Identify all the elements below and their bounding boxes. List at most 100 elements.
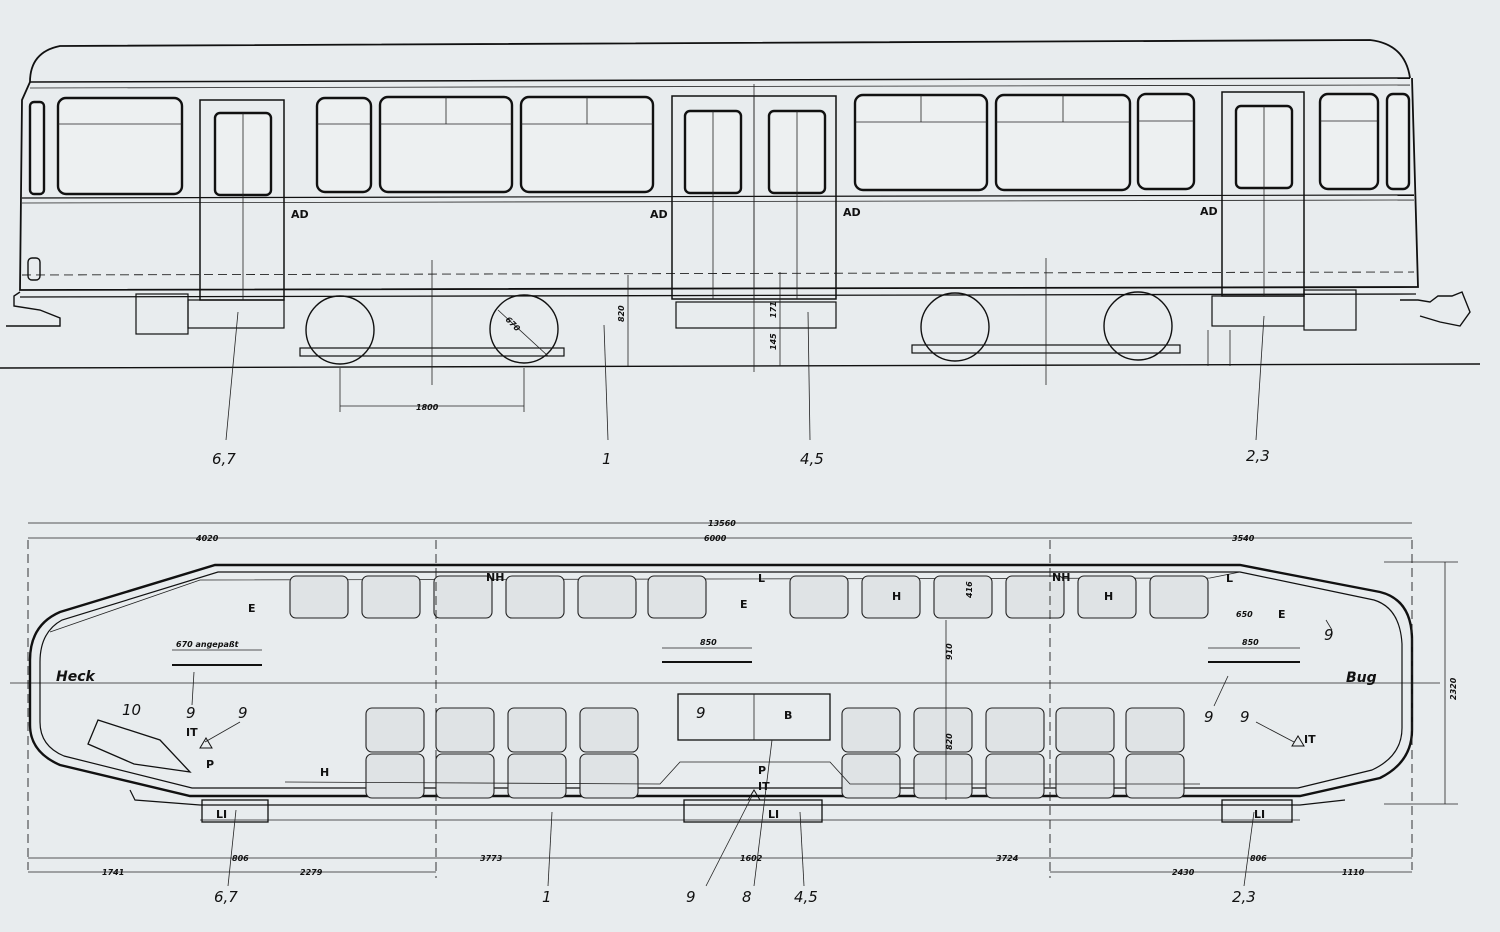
rail-ground-line <box>0 363 1481 369</box>
label-l-1: L <box>758 572 765 585</box>
plan-ref-8: 8 <box>742 888 752 906</box>
label-10: 10 <box>122 701 141 719</box>
label-e-1: E <box>248 602 256 615</box>
side-elevation: AD AD AD AD 1800 670 820 171 145 6,7 1 4… <box>0 39 1481 468</box>
dim-3773: 3773 <box>480 854 503 863</box>
side-ref-1: 1 <box>602 450 612 468</box>
seat-row-lower <box>365 707 1185 799</box>
label-9-e: 9 <box>1240 708 1250 726</box>
belt-line <box>21 194 1415 199</box>
dim-1741: 1741 <box>102 868 124 877</box>
side-label-ad-1: AD <box>291 208 309 221</box>
dim-820: 820 <box>945 733 954 750</box>
plan-body-inner <box>39 571 1403 789</box>
label-it-3: IT <box>1304 733 1316 746</box>
plan-ref-1: 1 <box>542 888 552 906</box>
seat-row-upper <box>289 575 1209 619</box>
label-e-2: E <box>740 598 748 611</box>
plan-ref-2-3: 2,3 <box>1232 888 1256 906</box>
rear-lamp <box>27 257 41 281</box>
window-1 <box>56 96 184 196</box>
dim-6000: 6000 <box>704 534 727 543</box>
window-9 <box>1385 92 1411 191</box>
floor-dashed-line <box>21 271 1415 276</box>
side-label-ad-4: AD <box>1200 205 1218 218</box>
roof-rain-strip <box>29 84 1411 89</box>
label-li-2: LI <box>768 808 779 821</box>
label-9-d: 9 <box>1204 708 1214 726</box>
dim-806-b: 806 <box>1250 854 1267 863</box>
dim-650: 650 <box>1236 610 1253 619</box>
dim-3724: 3724 <box>996 854 1019 863</box>
label-p-1: P <box>206 758 214 771</box>
roof-edge <box>29 77 1411 83</box>
plan-view: Heck Bug NH NH E E E L L H H H IT IT IT … <box>10 519 1458 906</box>
dim-850-b: 850 <box>1242 638 1259 647</box>
step-well-front <box>1221 799 1293 823</box>
plan-body-outline <box>28 563 1414 798</box>
label-nh-1: NH <box>486 571 504 584</box>
label-b: B <box>784 709 792 722</box>
dim-step-2: 145 <box>769 333 778 350</box>
label-nh-2: NH <box>1052 571 1070 584</box>
dim-2430: 2430 <box>1172 868 1195 877</box>
belt-line-lower <box>21 199 1415 204</box>
side-ref-6-7: 6,7 <box>212 450 236 468</box>
label-bug: Bug <box>1346 670 1377 686</box>
dim-wheelbase: 1800 <box>416 403 439 412</box>
label-li-3: LI <box>1254 808 1265 821</box>
skirt-line <box>19 293 1417 298</box>
skirt-box-rear <box>135 293 189 335</box>
dim-806-a: 806 <box>232 854 249 863</box>
door-rear <box>187 99 285 329</box>
dim-4020: 4020 <box>195 534 219 543</box>
plan-ref-4-5: 4,5 <box>794 888 818 906</box>
label-it-1: IT <box>186 726 198 739</box>
skirt-box-front <box>1303 289 1357 331</box>
label-9-b: 9 <box>238 704 248 722</box>
window-7 <box>1136 92 1196 191</box>
rear-panel <box>87 719 192 773</box>
label-li-1: LI <box>216 808 227 821</box>
roof-outline <box>29 39 1411 83</box>
dim-wheel-diameter: 670 <box>504 315 522 333</box>
window-8 <box>1318 92 1380 191</box>
label-h-1: H <box>892 590 901 603</box>
dim-total-length: 13560 <box>708 519 736 528</box>
dim-670-angepasst: 670 angepaßt <box>176 640 240 649</box>
label-9-f: 9 <box>1324 626 1334 644</box>
side-ref-2-3: 2,3 <box>1246 447 1270 465</box>
label-heck: Heck <box>56 669 97 685</box>
side-label-ad-3: AD <box>843 206 861 219</box>
rear-coupler <box>6 291 61 327</box>
label-p-2: P <box>758 764 766 777</box>
front-coupler <box>1400 291 1471 327</box>
label-e-3: E <box>1278 608 1286 621</box>
door-front <box>1211 91 1305 327</box>
dim-2279: 2279 <box>300 868 323 877</box>
dim-910: 910 <box>945 643 954 660</box>
label-9-c: 9 <box>696 704 706 722</box>
label-h-2: H <box>1104 590 1113 603</box>
body-outline <box>19 77 1419 291</box>
dim-850-a: 850 <box>700 638 717 647</box>
dim-step-1: 171 <box>769 301 778 318</box>
dim-416: 416 <box>965 581 974 599</box>
side-label-ad-2: AD <box>650 208 668 221</box>
side-ref-4-5: 4,5 <box>800 450 824 468</box>
label-it-2: IT <box>758 780 770 793</box>
dim-1110: 1110 <box>1342 868 1365 877</box>
dim-width: 2320 <box>1449 677 1458 700</box>
window-2 <box>315 96 373 194</box>
plan-ref-9: 9 <box>686 888 696 906</box>
plan-ref-6-7: 6,7 <box>214 888 238 906</box>
label-l-2: L <box>1226 572 1233 585</box>
dim-3540: 3540 <box>1232 534 1255 543</box>
step-well-middle <box>683 799 823 823</box>
label-9-a: 9 <box>186 704 196 722</box>
rear-pane <box>28 100 46 196</box>
dim-1602: 1602 <box>740 854 763 863</box>
label-h-3: H <box>320 766 329 779</box>
